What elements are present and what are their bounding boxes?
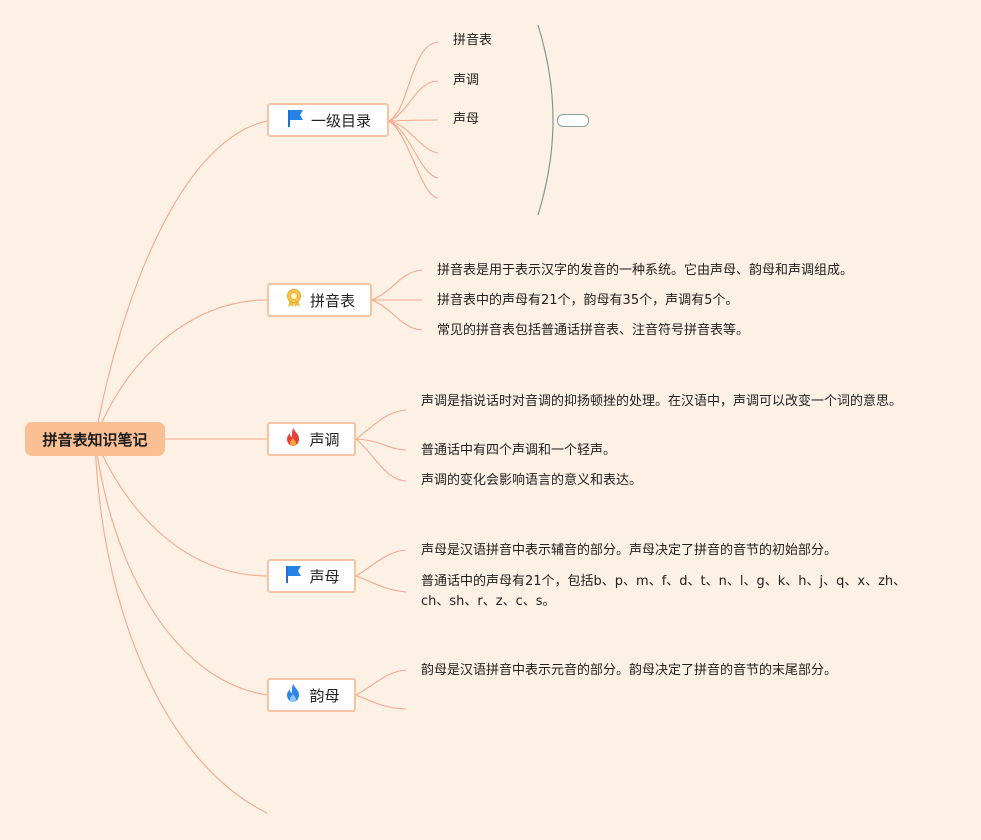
- branch-initial-1: [355, 549, 407, 577]
- topic-final[interactable]: 韵母: [267, 678, 356, 712]
- branch-root-toc: [94, 120, 268, 440]
- award-ribbon-icon: [284, 288, 304, 312]
- branch-pinyin-3: [371, 299, 423, 331]
- root-topic[interactable]: 拼音表知识笔记: [25, 422, 165, 456]
- topic-toc-label: 一级目录: [310, 111, 371, 130]
- blue-flag-icon: [283, 564, 303, 588]
- blue-fire-icon: [283, 683, 303, 707]
- branch-root-pinyin: [94, 299, 268, 440]
- branch-toc-6: [388, 120, 439, 199]
- tone-note: 普通话中有四个声调和一个轻声。: [421, 443, 617, 458]
- initial-note: 声母是汉语拼音中表示辅音的部分。声母决定了拼音的音节的初始部分。: [421, 543, 838, 558]
- topic-pinyin[interactable]: 拼音表: [267, 283, 372, 317]
- topic-toc[interactable]: 一级目录: [267, 103, 389, 137]
- tone-note: 声调是指说话时对音调的抑扬顿挫的处理。在汉语中，声调可以改变一个词的意思。: [421, 394, 903, 409]
- branch-initial-2: [355, 575, 407, 593]
- red-fire-icon: [283, 427, 303, 451]
- final-note: 韵母是汉语拼音中表示元音的部分。韵母决定了拼音的音节的末尾部分。: [421, 663, 838, 678]
- summary-bracket: [537, 24, 554, 216]
- topic-pinyin-label: 拼音表: [309, 291, 355, 310]
- blue-flag-icon: [285, 108, 305, 132]
- branch-final-2: [355, 694, 407, 710]
- toc-item[interactable]: 声母: [453, 112, 480, 127]
- branch-root-extra: [94, 438, 268, 814]
- branch-toc-5: [388, 120, 439, 179]
- root-topic-label: 拼音表知识笔记: [42, 430, 148, 449]
- branch-toc-3: [388, 119, 439, 122]
- pinyin-note: 拼音表中的声母有21个，韵母有35个，声调有5个。: [437, 293, 739, 308]
- branch-final-1: [355, 669, 407, 696]
- branch-toc-4: [388, 120, 439, 154]
- branch-tone-2: [355, 438, 407, 451]
- tone-note: 声调的变化会影响语言的意义和表达。: [421, 473, 643, 488]
- toc-item[interactable]: 拼音表: [453, 33, 493, 48]
- branch-tone-1: [355, 409, 407, 440]
- pinyin-note: 拼音表是用于表示汉字的发音的一种系统。它由声母、韵母和声调组成。: [437, 263, 854, 278]
- topic-tone-label: 声调: [309, 430, 340, 449]
- toc-item[interactable]: 声调: [453, 73, 480, 88]
- topic-initial[interactable]: 声母: [267, 559, 356, 593]
- branch-root-final: [94, 438, 268, 696]
- branch-tone-3: [355, 438, 407, 482]
- topic-initial-label: 声母: [309, 567, 340, 586]
- pinyin-note: 常见的拼音表包括普通话拼音表、注音符号拼音表等。: [437, 323, 750, 338]
- summary-label[interactable]: [557, 114, 589, 127]
- topic-final-label: 韵母: [309, 686, 340, 705]
- branch-pinyin-1: [371, 269, 423, 301]
- branch-root-initial: [94, 438, 268, 577]
- branch-toc-1: [388, 41, 439, 122]
- initial-note: 普通话中的声母有21个，包括b、p、m、f、d、t、n、l、g、k、h、j、q、…: [421, 574, 907, 609]
- branch-toc-2: [388, 80, 439, 122]
- topic-tone[interactable]: 声调: [267, 422, 356, 456]
